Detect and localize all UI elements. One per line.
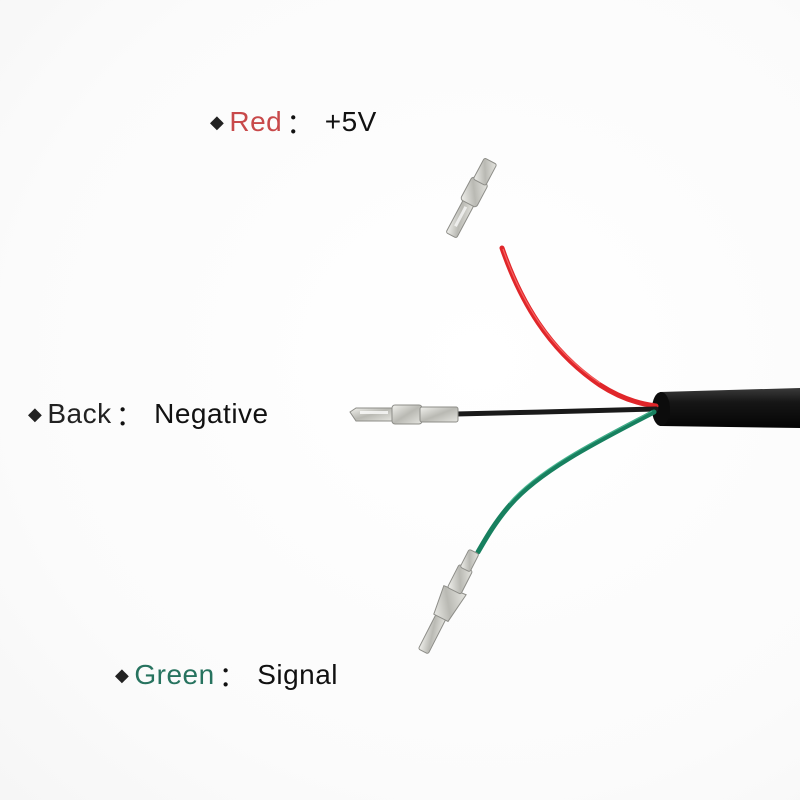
label-green-wire: ◆ Green ： Signal	[115, 655, 338, 695]
green-terminal	[418, 549, 479, 654]
red-wire	[499, 245, 659, 409]
cable-jacket	[660, 388, 800, 428]
cable-jacket-end	[652, 392, 670, 426]
green-wire	[475, 409, 657, 555]
red-terminal	[446, 158, 497, 238]
label-red-wire: ◆ Red ： +5V	[210, 102, 377, 142]
label-black-wire: ◆ Back ： Negative	[28, 394, 269, 434]
black-wire	[453, 406, 659, 417]
wire-function: +5V	[324, 106, 377, 137]
color-name: Back	[47, 398, 112, 429]
wire-function: Negative	[154, 398, 269, 429]
black-terminal	[349, 404, 459, 425]
diamond-bullet-icon: ◆	[210, 111, 225, 132]
diamond-bullet-icon: ◆	[28, 403, 43, 424]
diamond-bullet-icon: ◆	[115, 664, 130, 685]
wire-function: Signal	[257, 659, 339, 690]
color-name: Green	[134, 659, 215, 690]
separator: ：	[115, 400, 145, 431]
separator: ：	[218, 661, 248, 692]
separator: ：	[286, 108, 315, 139]
color-name: Red	[229, 106, 283, 137]
